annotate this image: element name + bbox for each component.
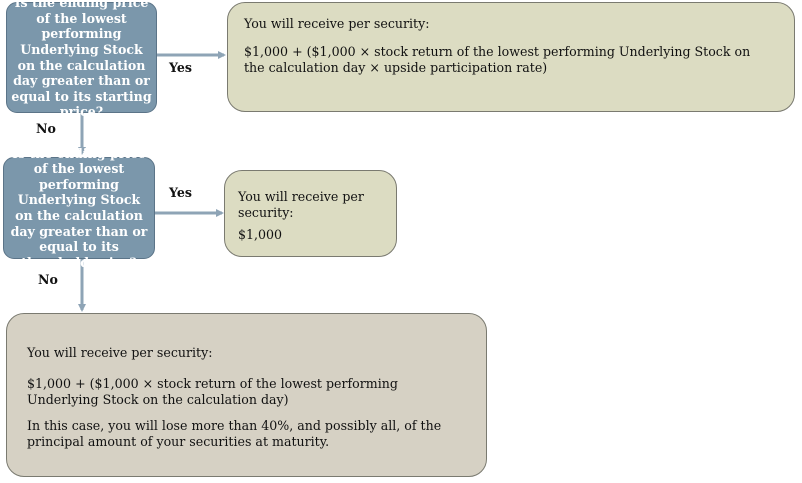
question-2-box: Is the ending price of the lowest perfor…	[3, 146, 155, 270]
question-1-text: Is the ending price of the lowest perfor…	[11, 0, 152, 120]
yes-label-1: Yes	[169, 60, 192, 75]
outcome-2-heading: You will receive per security:	[238, 189, 364, 220]
no-label-1: No	[36, 121, 56, 136]
outcome-2-box: You will receive per security: $1,000	[224, 170, 397, 257]
yes-label-2: Yes	[169, 185, 192, 200]
no-label-2: No	[38, 272, 58, 287]
question-1-box: Is the ending price of the lowest perfor…	[6, 0, 157, 119]
outcome-3-box: You will receive per security: $1,000 + …	[6, 313, 487, 477]
outcome-1-formula: $1,000 + ($1,000 × stock return of the l…	[244, 44, 751, 75]
outcome-1-box: You will receive per security: $1,000 + …	[227, 2, 795, 112]
outcome-1-heading: You will receive per security:	[244, 16, 430, 31]
question-2-text: Is the ending price of the lowest perfor…	[10, 145, 148, 270]
outcome-2-amount: $1,000	[238, 227, 283, 242]
outcome-3-formula: $1,000 + ($1,000 × stock return of the l…	[27, 376, 398, 407]
outcome-3-note: In this case, you will lose more than 40…	[27, 418, 442, 449]
outcome-3-heading: You will receive per security:	[27, 345, 213, 360]
